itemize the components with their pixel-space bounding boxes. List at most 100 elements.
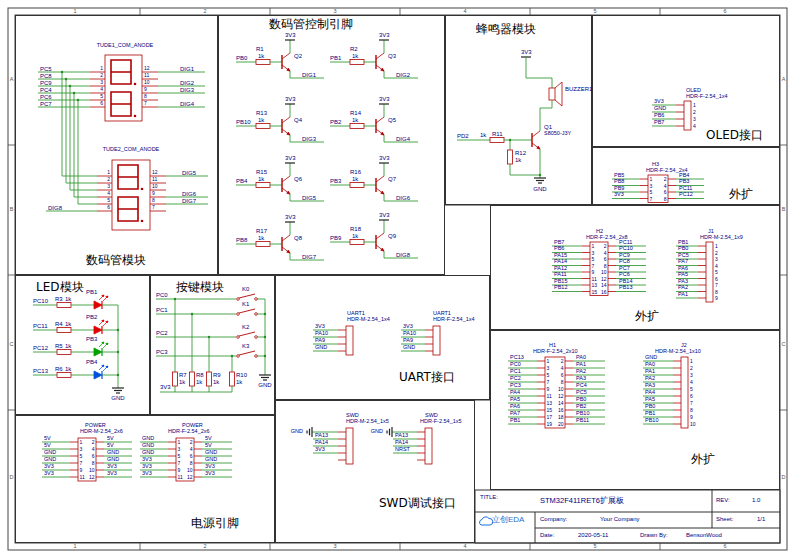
part-designator: Q8: [294, 235, 302, 241]
pin-number: 1: [592, 244, 595, 249]
wire: [175, 299, 176, 372]
grid-number: 5: [593, 9, 596, 15]
region-heading: LED模块: [36, 281, 84, 294]
net-label: GND: [315, 345, 327, 351]
wire: [652, 126, 676, 127]
pin: [338, 460, 346, 461]
led-emission: [102, 342, 104, 344]
net-label: PC9: [619, 253, 630, 259]
header-connector: [425, 428, 432, 464]
pin: [698, 298, 706, 299]
wire: [504, 140, 532, 141]
transistor-symbol: [376, 53, 384, 59]
pin-number: 4: [100, 87, 103, 92]
part-value: HDR-M-2.54_1x5: [346, 419, 389, 425]
pin-number: 9: [690, 415, 693, 420]
pin: [673, 389, 681, 390]
net-label: PC3: [156, 349, 168, 355]
pin-number: 1: [80, 440, 83, 445]
pin-number: 7: [592, 263, 595, 268]
wire: [384, 258, 418, 259]
wire: [384, 201, 418, 202]
pin-number: 11: [547, 394, 552, 399]
pin: [150, 211, 166, 212]
pin: [698, 265, 706, 266]
title-field: TITLE:: [480, 494, 498, 500]
wire: [33, 330, 57, 331]
ground-symbol: [261, 377, 269, 378]
net-label: PB10: [236, 119, 251, 125]
pin: [537, 382, 545, 383]
pin: [70, 477, 78, 478]
wire: [290, 163, 291, 176]
pin: [565, 389, 573, 390]
pin: [668, 198, 676, 199]
switch-lever: [239, 294, 255, 298]
pin: [97, 211, 112, 212]
net-label: PA5: [645, 397, 655, 403]
net-label: DIG7: [302, 254, 316, 260]
pin: [142, 107, 158, 108]
header-connector: [681, 357, 688, 428]
pin: [582, 291, 590, 292]
pin-number: 8: [190, 461, 193, 466]
part-designator: R8: [196, 372, 204, 378]
part-designator: R5: [55, 343, 63, 349]
part-designator: UART1: [347, 311, 365, 317]
pin: [582, 285, 590, 286]
pin: [338, 446, 346, 447]
pin-number: 4: [693, 124, 696, 129]
pin-number: 4: [715, 263, 718, 268]
net-label: 5V: [44, 436, 51, 442]
transistor-arrow: [287, 132, 290, 135]
pin: [96, 456, 104, 457]
segment-drawing: [118, 197, 138, 221]
net-label: GND: [371, 429, 383, 435]
pin-number: 14: [601, 283, 607, 288]
pin-number: 9: [152, 191, 155, 196]
net-label: PA3: [645, 383, 655, 389]
net-label: 5V: [107, 436, 114, 442]
wire: [118, 305, 119, 388]
transistor-symbol: [531, 133, 532, 147]
grid-number: 3: [333, 9, 336, 15]
net-label: PA13: [315, 433, 328, 439]
net-label: 3V3: [142, 464, 152, 470]
transistor-symbol: [281, 55, 282, 69]
pin-number: 4: [107, 191, 110, 196]
part-designator: K0: [242, 286, 249, 292]
part-designator: POWER: [182, 423, 203, 429]
resistor-symbol: [256, 124, 270, 129]
part-value: 1k: [352, 176, 358, 182]
pin-number: 15: [592, 289, 598, 294]
part-value: 1k: [179, 379, 185, 385]
net-label: PA2: [576, 369, 586, 375]
pin: [168, 442, 176, 443]
region-heading: 外扩: [635, 310, 659, 323]
net-label: PC4: [576, 383, 587, 389]
wire: [290, 253, 291, 260]
led-emission: [103, 343, 108, 348]
net-label: GND: [205, 450, 217, 456]
part-designator: Q7: [388, 176, 396, 182]
net-label: 3V3: [205, 471, 215, 477]
wire: [74, 197, 97, 198]
transistor-symbol: [376, 245, 384, 251]
pin: [168, 456, 176, 457]
wire: [175, 386, 176, 392]
power-label: 3V3: [521, 49, 532, 55]
resistor-symbol: [350, 183, 364, 188]
net-label: 3V3: [315, 324, 325, 330]
net-label: PA7: [510, 411, 520, 417]
switch-contact: [255, 313, 258, 316]
pin-number: 1: [715, 244, 718, 249]
switch-contact: [255, 336, 258, 339]
wire: [290, 40, 291, 53]
pin-number: 13: [592, 283, 598, 288]
net-label: PA2: [678, 285, 688, 291]
wire: [510, 175, 540, 176]
wire: [364, 62, 376, 63]
pin-number: 9: [144, 87, 147, 92]
